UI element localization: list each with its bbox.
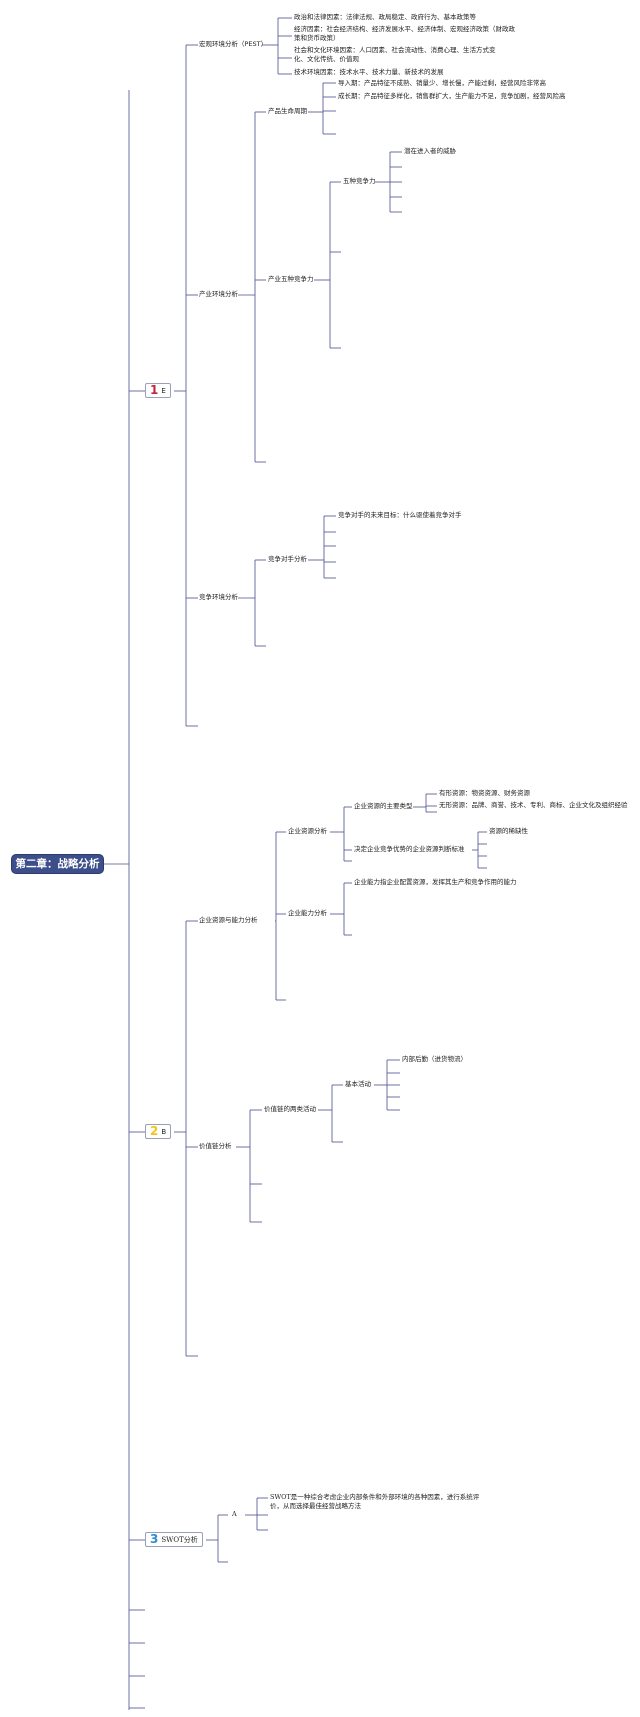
node-five-forces[interactable]: 五种竞争力 [343, 177, 376, 185]
node-competitor-analysis[interactable]: 竞争对手分析 [268, 555, 307, 563]
section-suffix: E [161, 387, 166, 395]
node-main-resource-types[interactable]: 企业资源的主要类型 [354, 802, 413, 810]
node-pest-political[interactable]: 政治和法律因素：法律法规、政局稳定、政府行为、基本政策等 [294, 13, 476, 21]
node-growth-stage[interactable]: 成长期：产品特征多样化，销售群扩大，生产能力不足，竞争加剧，经营风险高 [338, 92, 566, 100]
node-enterprise-resources[interactable]: 企业资源分析 [288, 827, 327, 835]
node-intangible[interactable]: 无形资源：品牌、商誉、技术、专利、商标、企业文化及组织经验 [439, 801, 628, 809]
node-capability-def[interactable]: 企业能力指企业配置资源，发挥其生产和竞争作用的能力 [354, 878, 517, 886]
node-competitor-goal[interactable]: 竞争对手的未来目标：什么驱使着竞争对手 [338, 511, 462, 519]
node-scarcity[interactable]: 资源的稀缺性 [489, 827, 528, 835]
node-resources-capability[interactable]: 企业资源与能力分析 [199, 916, 258, 924]
node-five-forces-parent[interactable]: 产业五种竞争力 [268, 275, 314, 283]
node-tangible[interactable]: 有形资源：物资资源、财务资源 [439, 789, 530, 797]
section-number: 2 [150, 1124, 159, 1138]
node-enterprise-capability[interactable]: 企业能力分析 [288, 909, 327, 917]
section-suffix: SWOT分析 [161, 1536, 198, 1544]
node-pest-economic[interactable]: 经济因素：社会经济结构、经济发展水平、经济体制、宏观经济政策（财政政策和货币政策… [294, 25, 515, 42]
node-value-chain-two[interactable]: 价值链的两类活动 [264, 1105, 316, 1113]
node-pest-tech[interactable]: 技术环境因素：技术水平、技术力量、新技术的发展 [294, 68, 444, 76]
section-number: 3 [150, 1532, 159, 1546]
node-inbound-logistics[interactable]: 内部后勤（进货物流） [402, 1055, 467, 1063]
node-value-chain[interactable]: 价值链分析 [199, 1142, 232, 1150]
node-industry[interactable]: 产业环境分析 [199, 290, 238, 298]
node-lifecycle[interactable]: 产品生命周期 [268, 107, 307, 115]
root-node[interactable]: 第二章：战略分析 [12, 855, 103, 873]
node-swot-def[interactable]: SWOT是一种综合考虑企业内部条件和外部环境的各种因素，进行系统评价，从而选择最… [270, 1493, 480, 1510]
section-suffix: B [161, 1128, 167, 1136]
node-competition[interactable]: 竞争环境分析 [199, 593, 238, 601]
section-number: 1 [150, 383, 159, 397]
node-advantage-standard[interactable]: 决定企业竞争优势的企业资源判断标准 [354, 845, 465, 853]
node-swot-a[interactable]: A [232, 1510, 237, 1518]
node-pest[interactable]: 宏观环境分析（PEST） [199, 40, 268, 48]
node-new-entrants[interactable]: 潜在进入者的威胁 [404, 147, 456, 155]
node-primary-activities[interactable]: 基本活动 [345, 1080, 371, 1088]
node-pest-social[interactable]: 社会和文化环境因素：人口因素、社会流动性、消费心理、生活方式变化、文化传统、价值… [294, 46, 496, 63]
node-intro-stage[interactable]: 导入期：产品特征不成熟、销量少、增长慢，产能过剩，经营风险非常高 [338, 79, 546, 87]
